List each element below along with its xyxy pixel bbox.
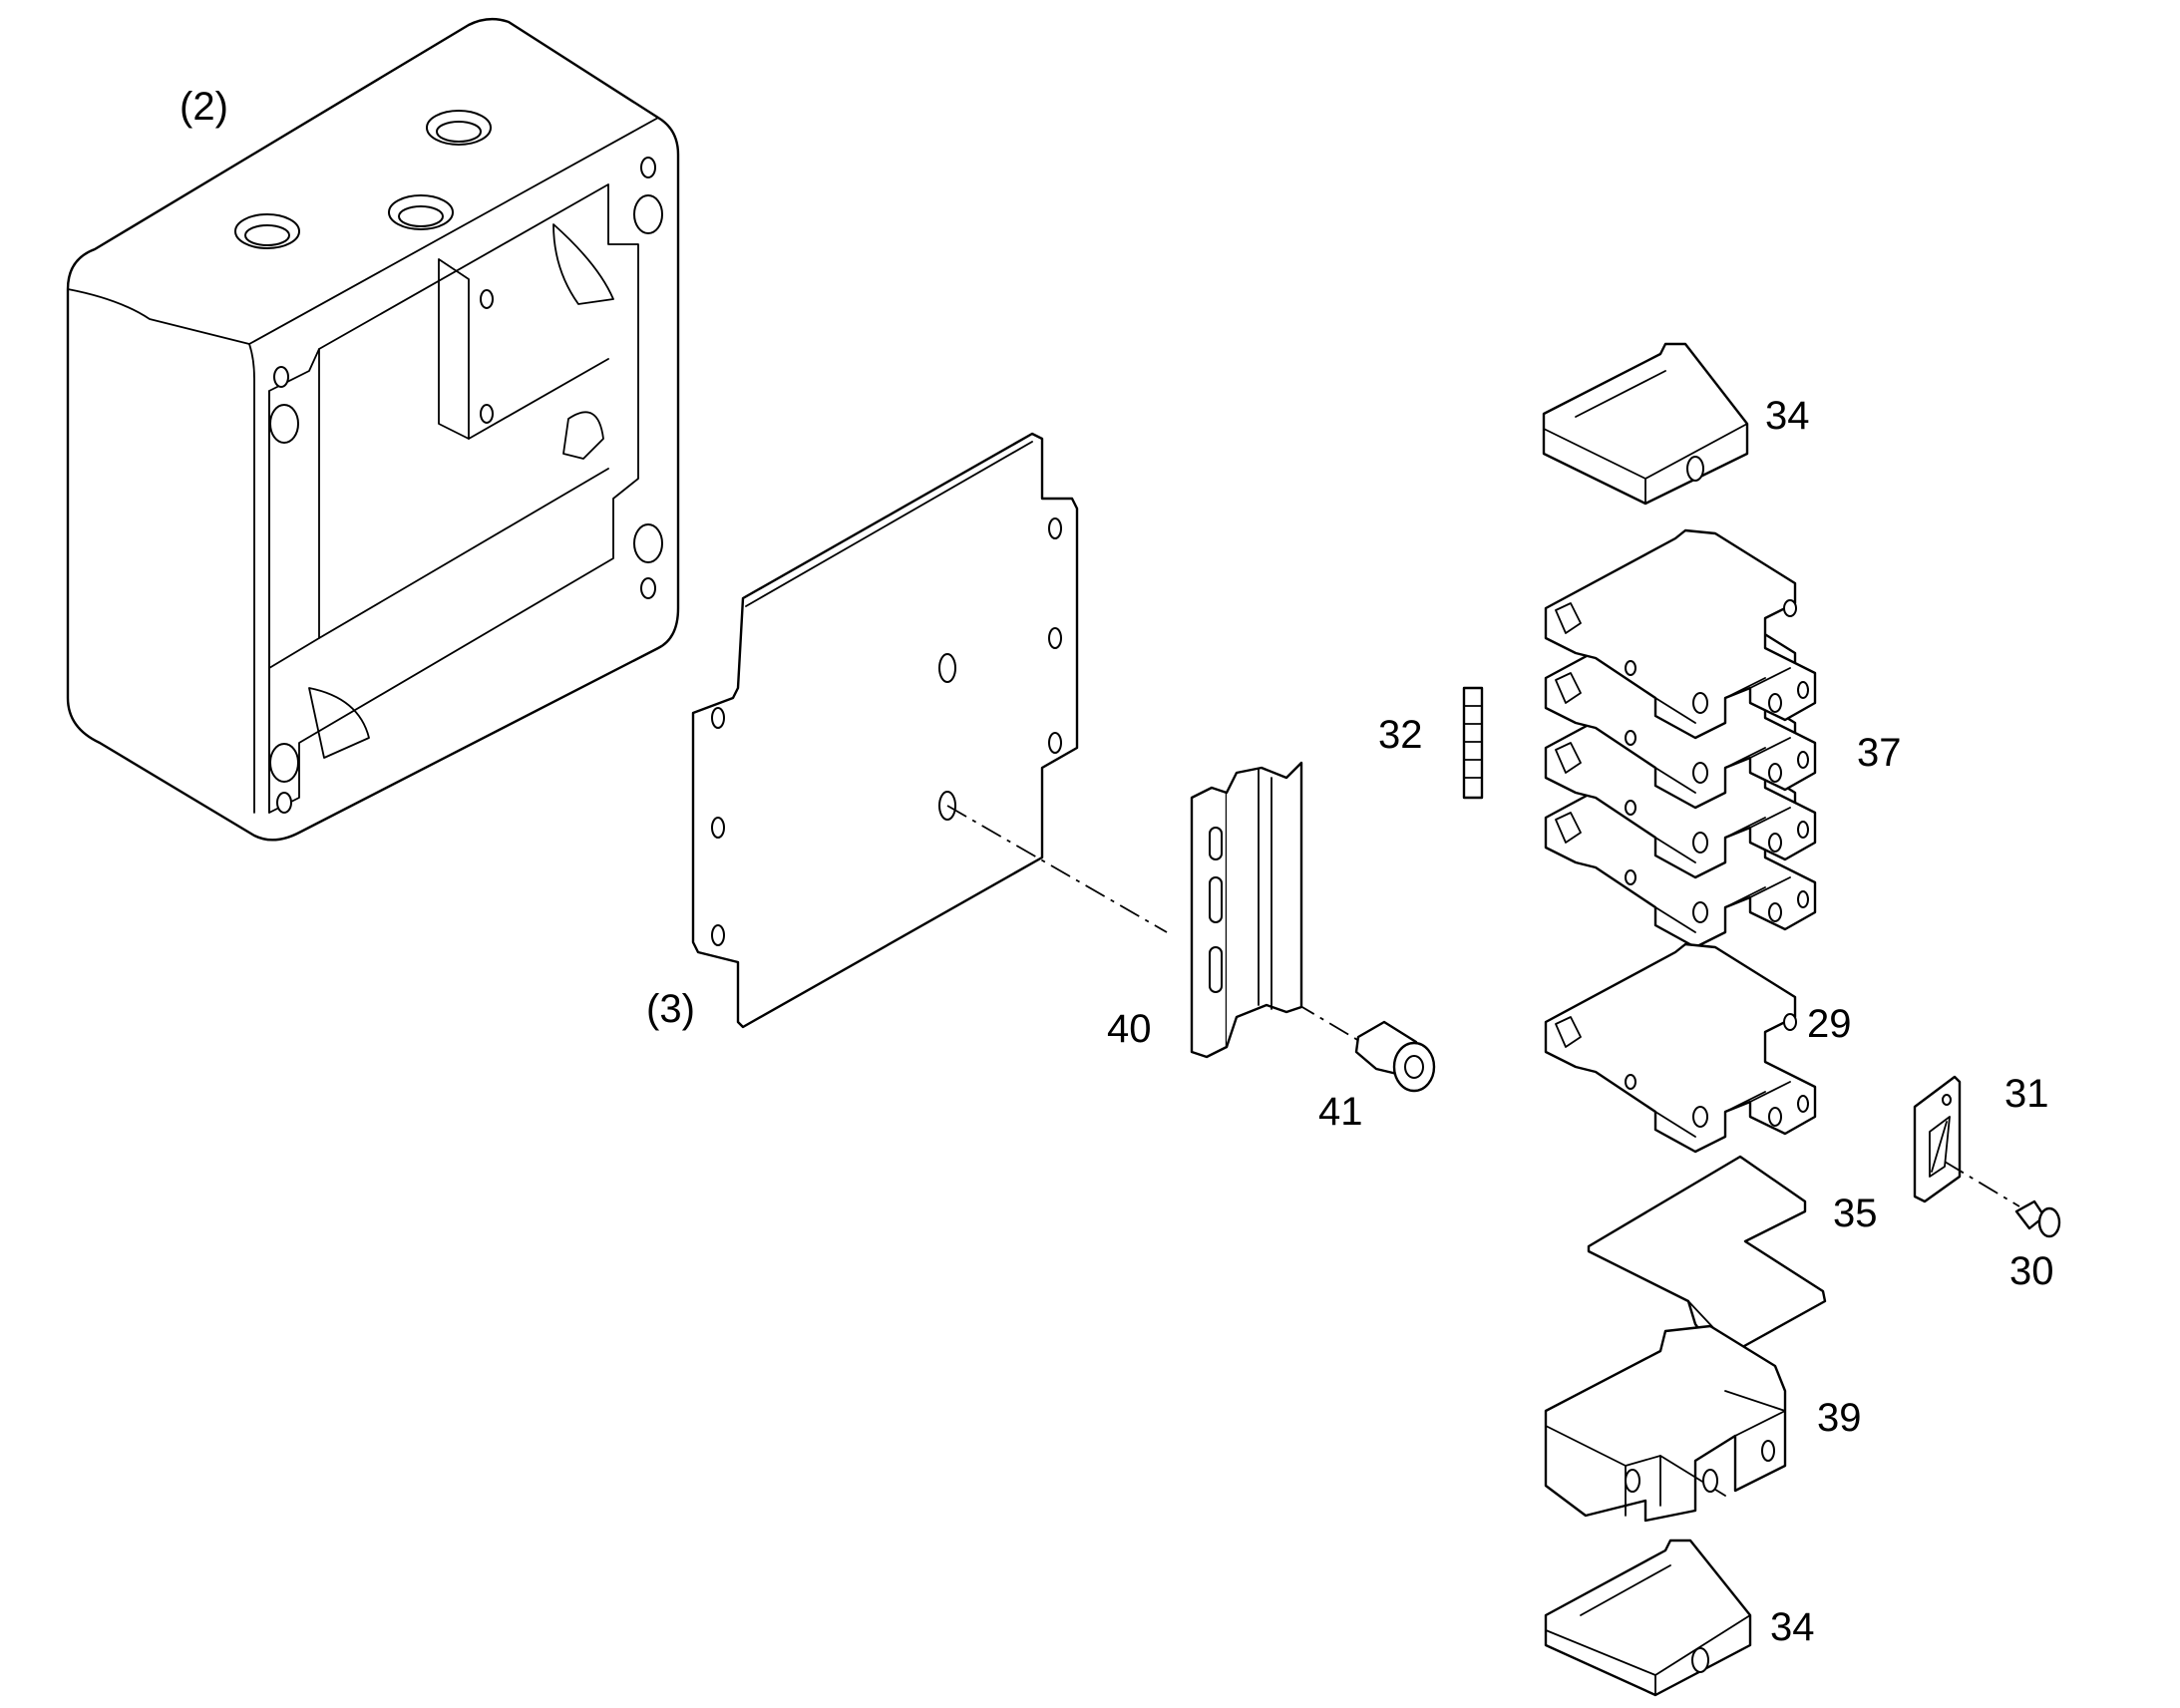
mounting-plate-part [691,432,1079,1029]
label-marker-strip: 32 [1378,713,1423,757]
screw-axis-line [1944,1161,2020,1207]
end-terminal-part [1544,1324,1787,1523]
label-end-terminal: 39 [1817,1396,1862,1440]
label-small-screw: 30 [2009,1249,2054,1293]
label-din-rail: 40 [1107,1007,1152,1051]
label-rail-screw: 41 [1318,1090,1363,1134]
housing-part [66,17,680,842]
warning-plate-part [1913,1075,1962,1203]
terminal-block-single-part [1544,942,1817,1154]
label-warning-plate: 31 [2004,1072,2049,1116]
end-cover-top-part [1542,342,1749,506]
rail-screw-part [1354,1020,1436,1093]
label-terminal-block-single: 29 [1807,1002,1852,1046]
label-mounting-plate: (3) [646,987,695,1031]
label-terminal-blocks: 37 [1857,731,1902,775]
label-end-cover-top: 34 [1765,394,1810,438]
marker-strip-part [1462,686,1484,800]
end-cover-bottom-part [1544,1538,1752,1697]
terminal-block-29 [1544,942,1817,1154]
terminal-block-stack-part [1544,528,1817,949]
din-rail-part [1190,761,1303,1059]
label-end-cover-bottom: 34 [1770,1605,1815,1649]
terminal-block-1 [1544,528,1817,740]
separator-plate-part [1587,1155,1827,1353]
label-separator-plate: 35 [1833,1192,1878,1235]
label-housing: (2) [180,85,228,129]
small-screw-part [2014,1199,2061,1238]
